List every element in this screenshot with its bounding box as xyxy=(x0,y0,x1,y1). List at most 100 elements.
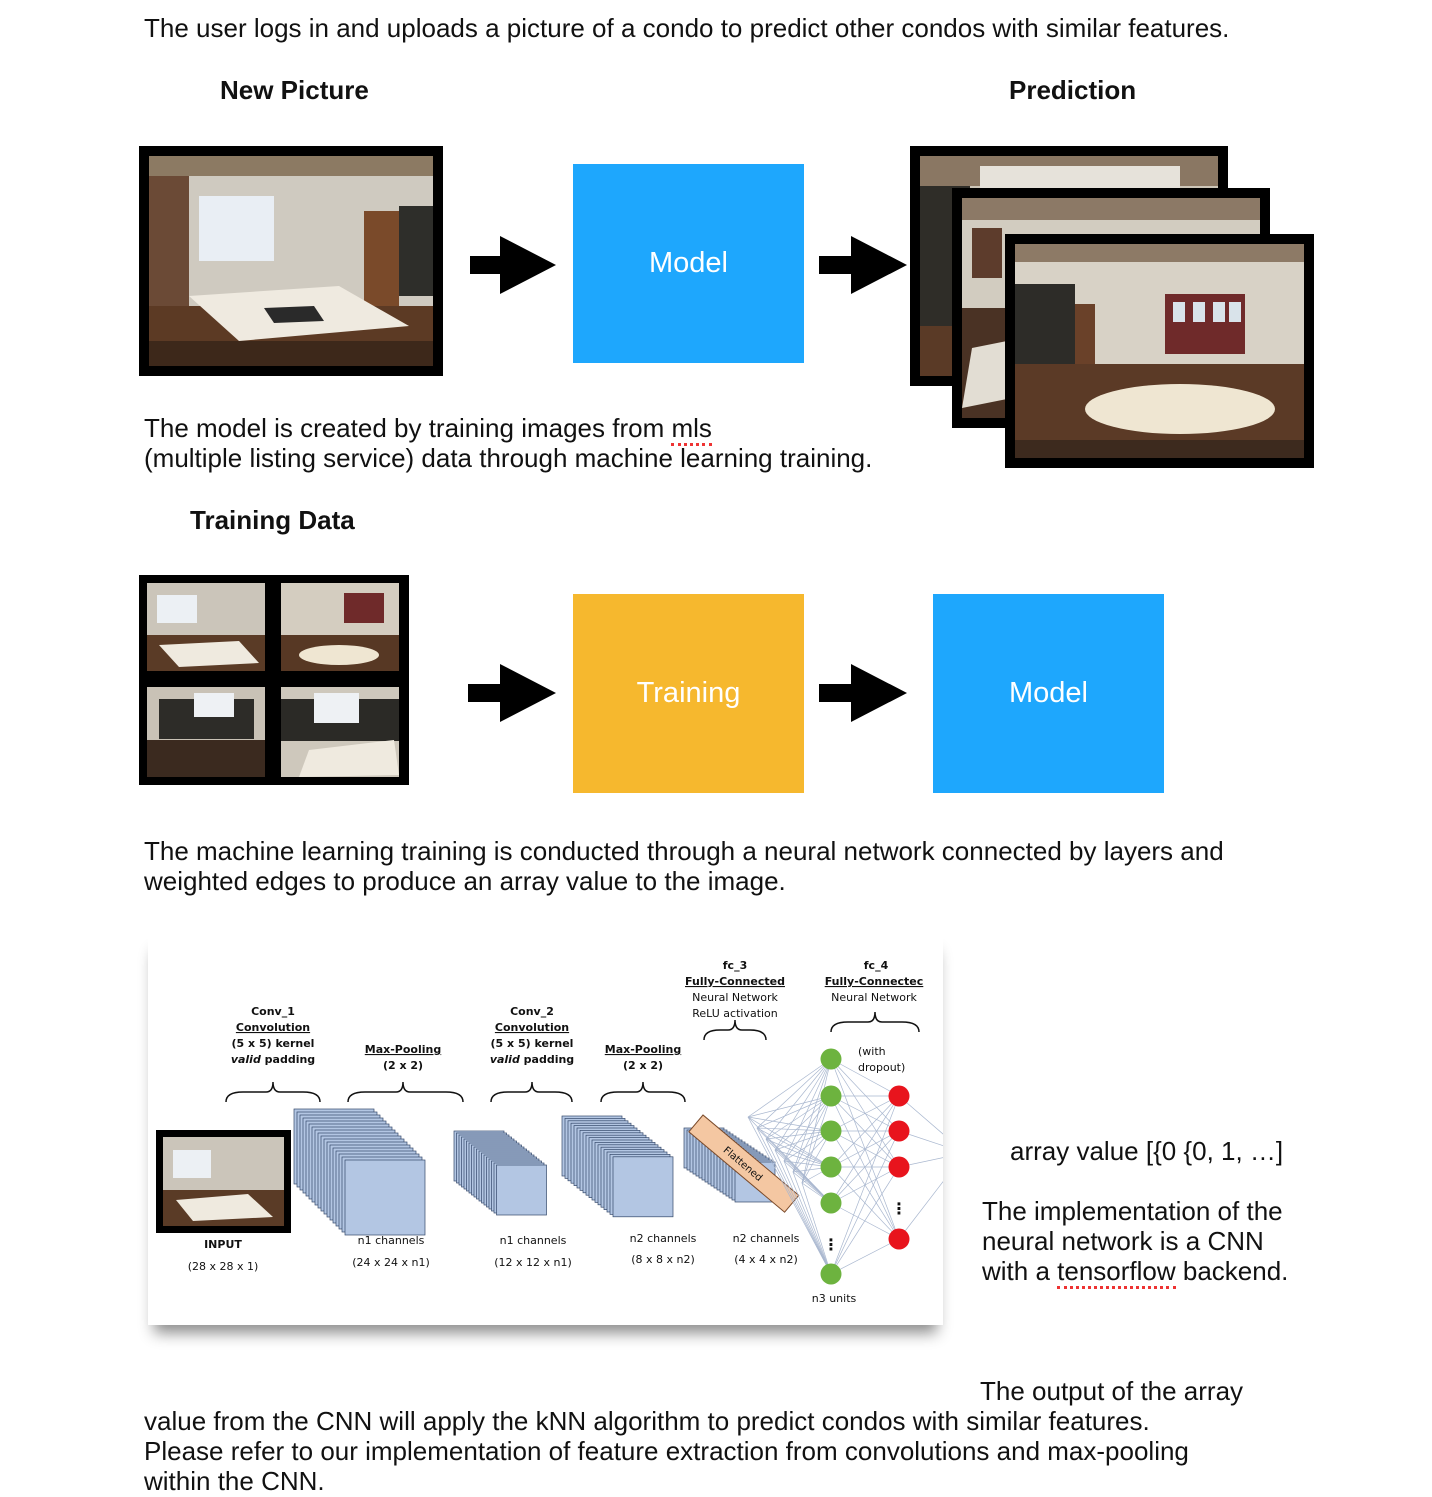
conv2-feature-maps xyxy=(561,1115,674,1218)
model-desc-mls: mls xyxy=(671,413,712,446)
l4-label: n2 channels xyxy=(733,1232,800,1245)
network-edge xyxy=(765,1138,832,1275)
network-edge xyxy=(747,1116,832,1275)
network-edge xyxy=(783,1058,832,1162)
prediction-title: Prediction xyxy=(1009,75,1137,105)
training-box: Training xyxy=(573,594,804,793)
arrow-right-icon xyxy=(819,236,907,294)
network-edge xyxy=(830,1058,900,1132)
l3-dims: (8 x 8 x n2) xyxy=(631,1253,695,1266)
conv1-feature-maps xyxy=(293,1108,426,1236)
l3-label: n2 channels xyxy=(630,1232,697,1245)
pool2-brace xyxy=(600,1081,686,1103)
training-images xyxy=(147,583,399,777)
network-edge xyxy=(830,1058,900,1168)
impl-tensorflow: tensorflow xyxy=(1057,1256,1176,1289)
conv1-type: Convolution xyxy=(236,1021,310,1034)
arrow-right-icon xyxy=(819,664,907,722)
network-edge xyxy=(756,1127,832,1132)
pool2-size: (2 x 2) xyxy=(623,1059,663,1072)
fc4-brace xyxy=(830,1011,920,1033)
input-label: INPUT xyxy=(204,1238,242,1251)
new-picture-title: New Picture xyxy=(220,75,369,105)
network-edge xyxy=(792,1058,832,1173)
conv2-padding-rest: padding xyxy=(520,1053,574,1066)
array-value-text: array value [{0 {0, 1, …] xyxy=(1010,1136,1284,1166)
conv1-kernel: (5 x 5) kernel xyxy=(232,1037,315,1050)
intro-text: The user logs in and uploads a picture o… xyxy=(144,13,1230,43)
conv1-brace xyxy=(225,1081,321,1103)
pool1-size: (2 x 2) xyxy=(383,1059,423,1072)
network-edge xyxy=(830,1130,900,1275)
nn-desc-line2: weighted edges to produce an array value… xyxy=(144,866,786,896)
hidden-node-red xyxy=(888,1156,910,1178)
network-edge xyxy=(774,1149,832,1275)
nn-desc-line1: The machine learning training is conduct… xyxy=(144,836,1224,866)
feature-map-slice xyxy=(496,1164,547,1216)
network-edge xyxy=(830,1095,900,1275)
classroom-photo-1 xyxy=(149,156,433,366)
red-ellipsis: ⋮ xyxy=(891,1199,907,1218)
network-edge xyxy=(830,1130,900,1204)
green-ellipsis: ⋮ xyxy=(823,1235,839,1254)
cnn-diagram: Conv_1 Convolution (5 x 5) kernel valid … xyxy=(148,932,977,1325)
hidden-node-green xyxy=(820,1048,842,1070)
network-edge xyxy=(774,1058,832,1151)
l2-label: n1 channels xyxy=(500,1234,567,1247)
network-edge xyxy=(801,1182,832,1275)
arrow-right-icon xyxy=(470,236,556,294)
network-edge xyxy=(830,1095,900,1204)
l4-dims: (4 x 4 x n2) xyxy=(734,1253,798,1266)
network-edge xyxy=(830,1058,900,1097)
classroom-photo-4 xyxy=(1015,244,1304,458)
network-edge xyxy=(783,1160,832,1275)
arrow-right-icon xyxy=(468,664,556,722)
network-edge xyxy=(830,1095,900,1132)
dropout-line2: dropout) xyxy=(858,1061,905,1074)
network-edge xyxy=(756,1127,832,1275)
conv1-padding-rest: padding xyxy=(261,1053,315,1066)
fc4-type: Fully-Connectec xyxy=(825,975,924,988)
network-edge xyxy=(756,1095,832,1129)
input-dims: (28 x 28 x 1) xyxy=(188,1260,259,1273)
hidden-node-green xyxy=(820,1192,842,1214)
model-box-bottom: Model xyxy=(933,594,1164,793)
conv1-padding: valid padding xyxy=(231,1053,315,1066)
feature-map-slice xyxy=(612,1156,674,1218)
network-edge xyxy=(801,1058,832,1184)
hidden-node-red xyxy=(888,1085,910,1107)
training-data-grid xyxy=(139,575,409,785)
dropout-line1: (with xyxy=(858,1045,886,1058)
new-picture-image xyxy=(139,146,443,376)
conv2-padding-italic: valid xyxy=(490,1053,520,1066)
network-edge xyxy=(792,1171,832,1275)
fc3-desc: Neural Network xyxy=(692,991,778,1004)
model-box-top: Model xyxy=(573,164,804,363)
conv2-type: Convolution xyxy=(495,1021,569,1034)
hidden-node-green xyxy=(820,1120,842,1142)
l1-label: n1 channels xyxy=(358,1234,425,1247)
fc3-type: Fully-Connected xyxy=(685,975,785,988)
output-line1: The output of the array xyxy=(980,1376,1244,1406)
output-line4: within the CNN. xyxy=(144,1466,325,1496)
conv1-name: Conv_1 xyxy=(251,1005,295,1018)
fc3-name: fc_3 xyxy=(723,959,747,972)
hidden-node-green xyxy=(820,1263,842,1285)
pool1-brace xyxy=(347,1081,464,1103)
fc4-desc: Neural Network xyxy=(831,991,917,1004)
network-edges xyxy=(747,1058,966,1275)
network-edge xyxy=(765,1058,832,1140)
network-edge xyxy=(774,1149,832,1204)
model-desc-line2: (multiple listing service) data through … xyxy=(144,443,873,473)
feature-map-slice xyxy=(344,1159,426,1236)
pool1-name: Max-Pooling xyxy=(365,1043,441,1056)
network-edge xyxy=(747,1116,832,1132)
impl-line3: with a tensorflow backend. xyxy=(982,1256,1288,1289)
network-edge xyxy=(783,1160,832,1204)
hidden-node-green xyxy=(820,1156,842,1178)
n3-units-label: n3 units xyxy=(812,1292,857,1305)
network-edge xyxy=(830,1095,900,1168)
network-edge xyxy=(747,1058,832,1118)
network-edge xyxy=(830,1238,900,1275)
impl-line3-a: with a xyxy=(982,1256,1058,1286)
